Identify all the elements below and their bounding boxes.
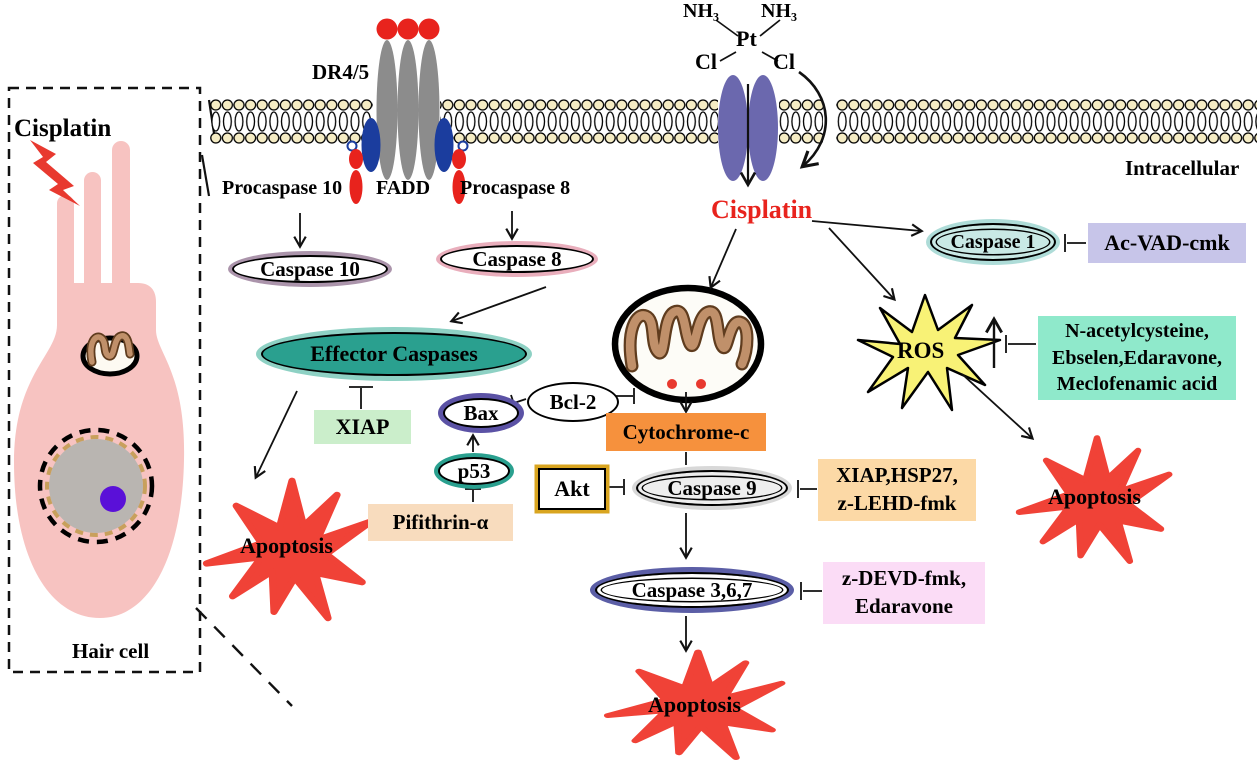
- xiap-box: XIAP: [314, 410, 411, 444]
- nh3-right-label: NH₃: [761, 0, 797, 22]
- caspase1-node: Caspase 1: [926, 219, 1060, 265]
- apoptosis-bottom-label: Apoptosis: [648, 692, 741, 717]
- cytochrome-c-box: Cytochrome-c: [606, 413, 766, 451]
- pathway-arrows: [253, 211, 1086, 653]
- bcl2-node: Bcl-2: [527, 382, 619, 422]
- fadd-label: FADD: [376, 177, 431, 199]
- xiap-hsp27-box: XIAP,HSP27, z-LEHD-fmk: [818, 459, 976, 521]
- fadd-adaptor-right: [434, 118, 454, 172]
- hair-cell-mitochondrion: [80, 331, 140, 377]
- procaspase10-label: Procaspase 10: [222, 177, 343, 199]
- dashed-frame: [7, 86, 202, 674]
- lightning-icon: [30, 140, 80, 206]
- caspase9-label: Caspase 9: [667, 475, 757, 500]
- ros-label: ROS: [897, 338, 945, 363]
- caspase10-node: Caspase 10: [228, 251, 392, 287]
- nucleolus: [100, 486, 126, 512]
- apoptosis-right-label: Apoptosis: [1048, 484, 1141, 509]
- acvad-box: Ac-VAD-cmk: [1088, 223, 1246, 263]
- apoptosis-left-label: Apoptosis: [240, 533, 333, 558]
- pt-label: Pt: [736, 26, 757, 51]
- cisplatin-node-label: Cisplatin: [711, 195, 813, 224]
- plasma-membrane: [210, 99, 1257, 144]
- hair-cell-panel: [7, 86, 293, 707]
- ros-star: [856, 293, 1002, 412]
- effector-caspases-node: Effector Caspases: [256, 327, 532, 381]
- passive-diffusion-arrow: [798, 70, 828, 169]
- caspase8-node: Caspase 8: [436, 241, 598, 277]
- caspase367-label: Caspase 3,6,7: [631, 577, 753, 602]
- procaspase8-label: Procaspase 8: [460, 177, 571, 199]
- bax-label: Bax: [463, 400, 499, 425]
- cisplatin-transporter: [718, 75, 778, 188]
- hair-cell-nucleus: [37, 427, 155, 545]
- zdevd-box: z-DEVD-fmk, Edaravone: [823, 562, 985, 624]
- caspase1-label: Caspase 1: [950, 230, 1036, 253]
- cl-right-label: Cl: [773, 49, 795, 74]
- caspase9-node: Caspase 9: [632, 466, 792, 510]
- p53-node: p53: [434, 453, 514, 489]
- nac-box: N-acetylcysteine, Ebselen,Edaravone, Mec…: [1038, 316, 1236, 400]
- effector-caspases-label: Effector Caspases: [310, 341, 478, 366]
- nh3-left-label: NH₃: [683, 0, 719, 22]
- cytochrome-dot: [696, 379, 706, 389]
- caspase10-label: Caspase 10: [260, 256, 360, 281]
- mitochondrion: [611, 284, 765, 404]
- fadd-adaptor-left: [361, 118, 381, 172]
- procaspase-molecules: [349, 149, 466, 204]
- bax-node: Bax: [438, 393, 524, 433]
- caspase367-node: Caspase 3,6,7: [590, 567, 794, 613]
- cytochrome-dot: [667, 379, 677, 389]
- hair-cell-label: Hair cell: [72, 639, 150, 663]
- pt-bonds: [715, 19, 781, 62]
- cl-left-label: Cl: [695, 49, 717, 74]
- akt-box: Akt: [538, 468, 606, 510]
- dr45-receptor: [346, 18, 469, 204]
- caspase8-label: Caspase 8: [472, 246, 562, 271]
- p53-label: p53: [457, 458, 491, 483]
- intracellular-label: Intracellular: [1125, 156, 1240, 180]
- dr45-label: DR4/5: [312, 60, 370, 84]
- pifithrin-box: Pifithrin-α: [368, 504, 513, 541]
- panel-cisplatin-label: Cisplatin: [14, 115, 112, 142]
- hair-cell-body: [14, 141, 185, 618]
- bcl2-label: Bcl-2: [549, 389, 597, 414]
